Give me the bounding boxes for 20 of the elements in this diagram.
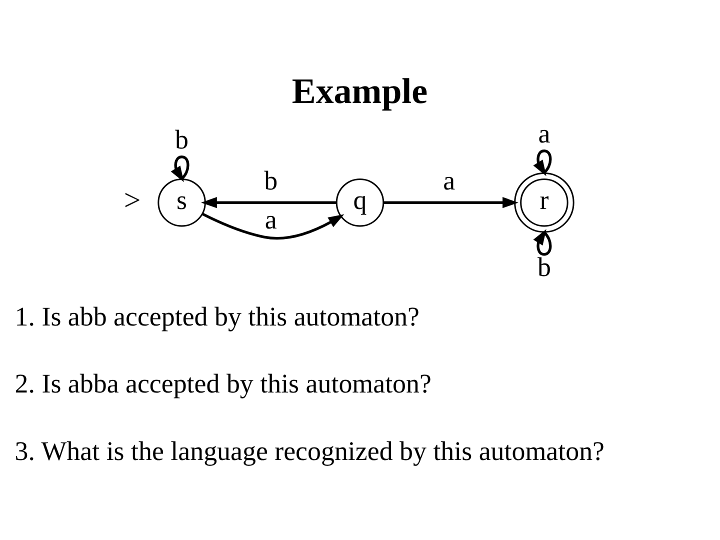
arrow: [170, 156, 190, 182]
node-label: >: [124, 184, 141, 218]
edge-label: b: [537, 252, 551, 282]
arrow: [383, 197, 518, 208]
edge-label: a: [443, 166, 456, 196]
node-circle: r: [514, 172, 574, 233]
label: 2. Is abba accepted by this automaton?: [14, 368, 432, 399]
node-circle: q: [336, 178, 384, 227]
edge-label: a: [264, 204, 277, 235]
diagram-title: Example: [292, 71, 428, 112]
node-circle: s: [158, 178, 206, 227]
edge-label: a: [538, 118, 550, 148]
edge-label: b: [175, 124, 189, 154]
label: 3. What is the language recognized by this automaton?: [14, 436, 605, 466]
arrow: [533, 150, 552, 176]
arrow: [533, 229, 552, 256]
arrow: [201, 197, 337, 208]
label: 1. Is abb accepted by this automaton?: [14, 301, 420, 332]
arrow: [202, 212, 344, 240]
edge-label: b: [264, 166, 278, 196]
